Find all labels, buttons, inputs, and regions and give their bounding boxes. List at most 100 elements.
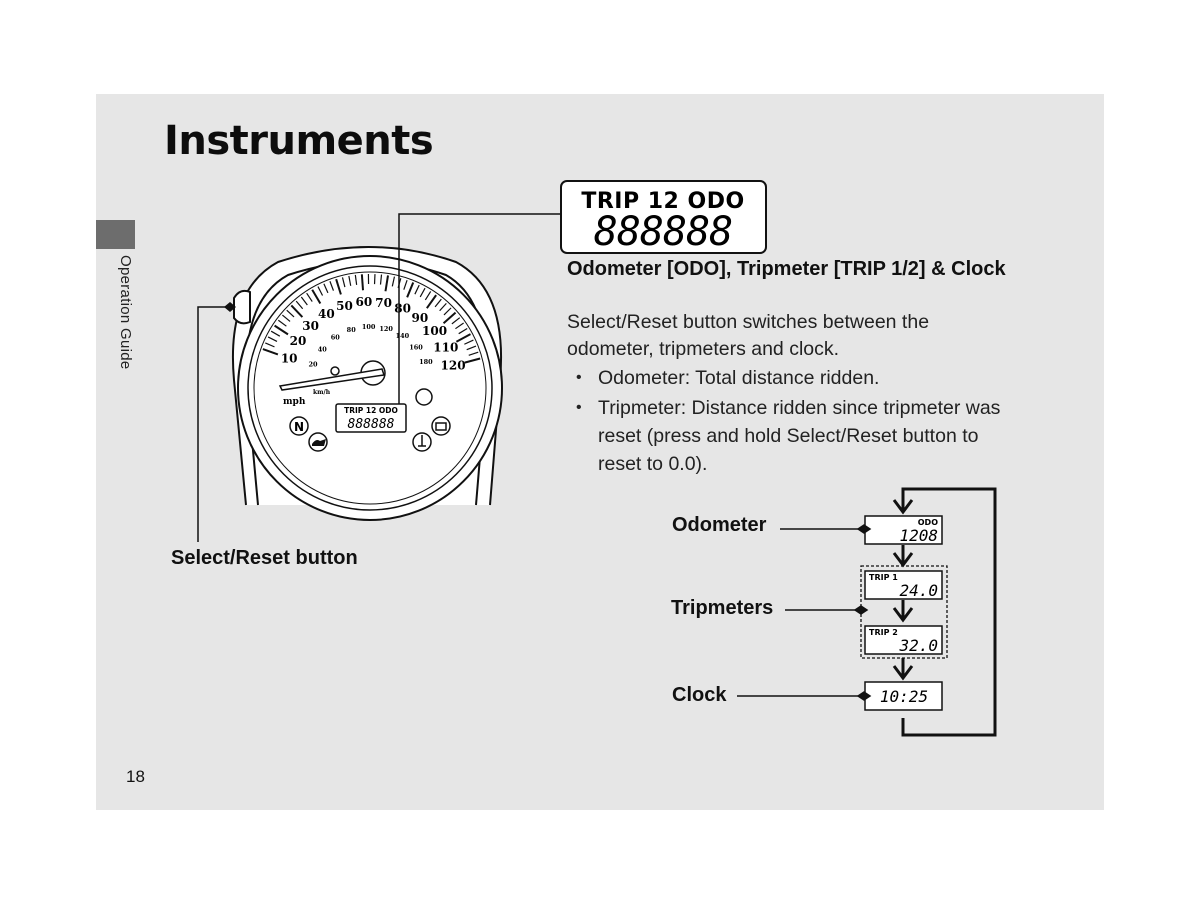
cycle-arrow-1 <box>892 545 914 568</box>
mini-lcd-display <box>335 403 407 433</box>
callout-leader-line <box>398 213 561 404</box>
dial-tick <box>317 286 324 296</box>
dial-tick <box>455 333 471 343</box>
dial-tick <box>306 292 313 302</box>
trip1-display-value: 24.0 <box>899 581 938 600</box>
dial-tick <box>468 351 479 356</box>
select-reset-leader-line <box>197 306 230 542</box>
list-item: Odometer: Total distance ridden. <box>574 364 1024 392</box>
turn-signal-icon <box>330 366 340 376</box>
dial-tick <box>267 336 278 342</box>
trip2-display-tag: TRIP 2 <box>869 628 898 637</box>
dial-tick <box>466 345 477 351</box>
dial-tick <box>419 287 426 298</box>
dial-tick <box>455 322 464 330</box>
mph-tick-label: 10 <box>281 352 298 366</box>
section-tab-label: Operation Guide <box>117 255 134 370</box>
trip1-display-tag: TRIP 1 <box>869 573 898 582</box>
dial-ticks <box>262 274 481 364</box>
select-reset-button-label: Select/Reset button <box>171 547 358 569</box>
mph-tick-label: 120 <box>441 359 466 373</box>
dial-tick <box>341 277 346 288</box>
dial-tick <box>281 314 291 322</box>
kmh-tick-label: 100 <box>362 323 376 331</box>
feature-list: Odometer: Total distance ridden. Tripmet… <box>574 364 1024 480</box>
display-cycle-diagram <box>860 487 997 737</box>
kmh-tick-label: 180 <box>419 358 433 366</box>
speedometer-needle <box>278 368 385 391</box>
clock-display: 10:25 <box>864 681 943 711</box>
dial-tick <box>286 309 295 318</box>
engine-glyph <box>435 422 447 431</box>
dial-tick <box>348 275 352 286</box>
mph-tick-label: 100 <box>422 324 447 338</box>
dial-tick <box>384 275 389 292</box>
dial-tick <box>290 304 304 318</box>
callout-indicators: TRIP 12 ODO <box>581 189 744 214</box>
kmh-tick-label: 40 <box>318 345 328 353</box>
mph-tick-label: 110 <box>433 340 458 354</box>
section-tab-marker <box>96 220 135 249</box>
odometer-display: ODO 1208 <box>864 515 943 545</box>
mini-lcd-digits: 888888 <box>348 417 395 432</box>
odometer-display-value: 1208 <box>899 526 938 545</box>
dial-tick <box>379 274 383 285</box>
kmh-tick-label: 140 <box>396 332 410 340</box>
section-description: Select/Reset button switches between the… <box>567 311 930 360</box>
kmh-tick-label: 20 <box>308 361 318 369</box>
select-reset-button-knob[interactable] <box>233 289 251 325</box>
mph-tick-label: 20 <box>290 334 307 348</box>
dial-tick <box>311 289 322 305</box>
dial-tick <box>464 339 474 345</box>
dial-tick <box>335 278 342 295</box>
unit-kmh: km/h <box>313 389 331 396</box>
dial-tick <box>458 327 468 335</box>
mph-tick-label: 80 <box>394 301 411 315</box>
clock-label: Clock <box>672 684 727 706</box>
dial-tick <box>323 283 329 294</box>
dial-tick <box>403 280 408 290</box>
trip2-display-value: 32.0 <box>898 636 938 655</box>
kmh-tick-label: 120 <box>379 325 393 333</box>
kmh-tick-label: 80 <box>347 326 357 334</box>
kmh-tick-label: 60 <box>331 334 341 342</box>
neutral-indicator-icon <box>289 416 309 436</box>
trip1-display: TRIP 1 24.0 <box>864 570 943 600</box>
mph-tick-label: 40 <box>318 307 335 321</box>
odometer-display-tag: ODO <box>918 518 938 527</box>
mini-lcd-indicators: TRIP 12 ODO <box>344 406 398 415</box>
dial-tick <box>300 296 308 306</box>
cycle-arrow-3 <box>892 658 914 681</box>
thermometer-glyph <box>418 435 426 447</box>
unit-mph: mph <box>283 397 306 407</box>
dial-tick <box>464 357 481 364</box>
tripmeters-label: Tripmeters <box>671 597 774 619</box>
neutral-indicator-letter: N <box>294 420 304 434</box>
dial-tick <box>451 317 461 325</box>
engine-check-icon <box>431 416 451 436</box>
page-title: Instruments <box>164 118 434 164</box>
dial-tick <box>265 342 275 348</box>
dial-tick <box>360 274 365 291</box>
odometer-label: Odometer <box>672 514 767 536</box>
dial-tick <box>262 348 279 356</box>
dial-tick <box>426 294 437 309</box>
kmh-tick-label: 160 <box>409 343 423 351</box>
cycle-return-line <box>901 487 997 737</box>
mph-tick-label: 50 <box>336 299 353 313</box>
trip2-display: TRIP 2 32.0 <box>864 625 943 655</box>
dial-tick <box>434 298 442 308</box>
dial-tick <box>295 300 304 310</box>
dial-tick <box>439 302 447 312</box>
mph-tick-label: 30 <box>302 319 319 333</box>
cycle-arrow-2 <box>892 600 914 623</box>
section-heading: Odometer [ODO], Tripmeter [TRIP 1/2] & C… <box>567 258 1006 280</box>
abs-indicator-icon <box>415 388 433 406</box>
oil-can-glyph <box>312 439 326 446</box>
dial-tick <box>442 311 457 324</box>
dial-tick <box>414 284 420 295</box>
